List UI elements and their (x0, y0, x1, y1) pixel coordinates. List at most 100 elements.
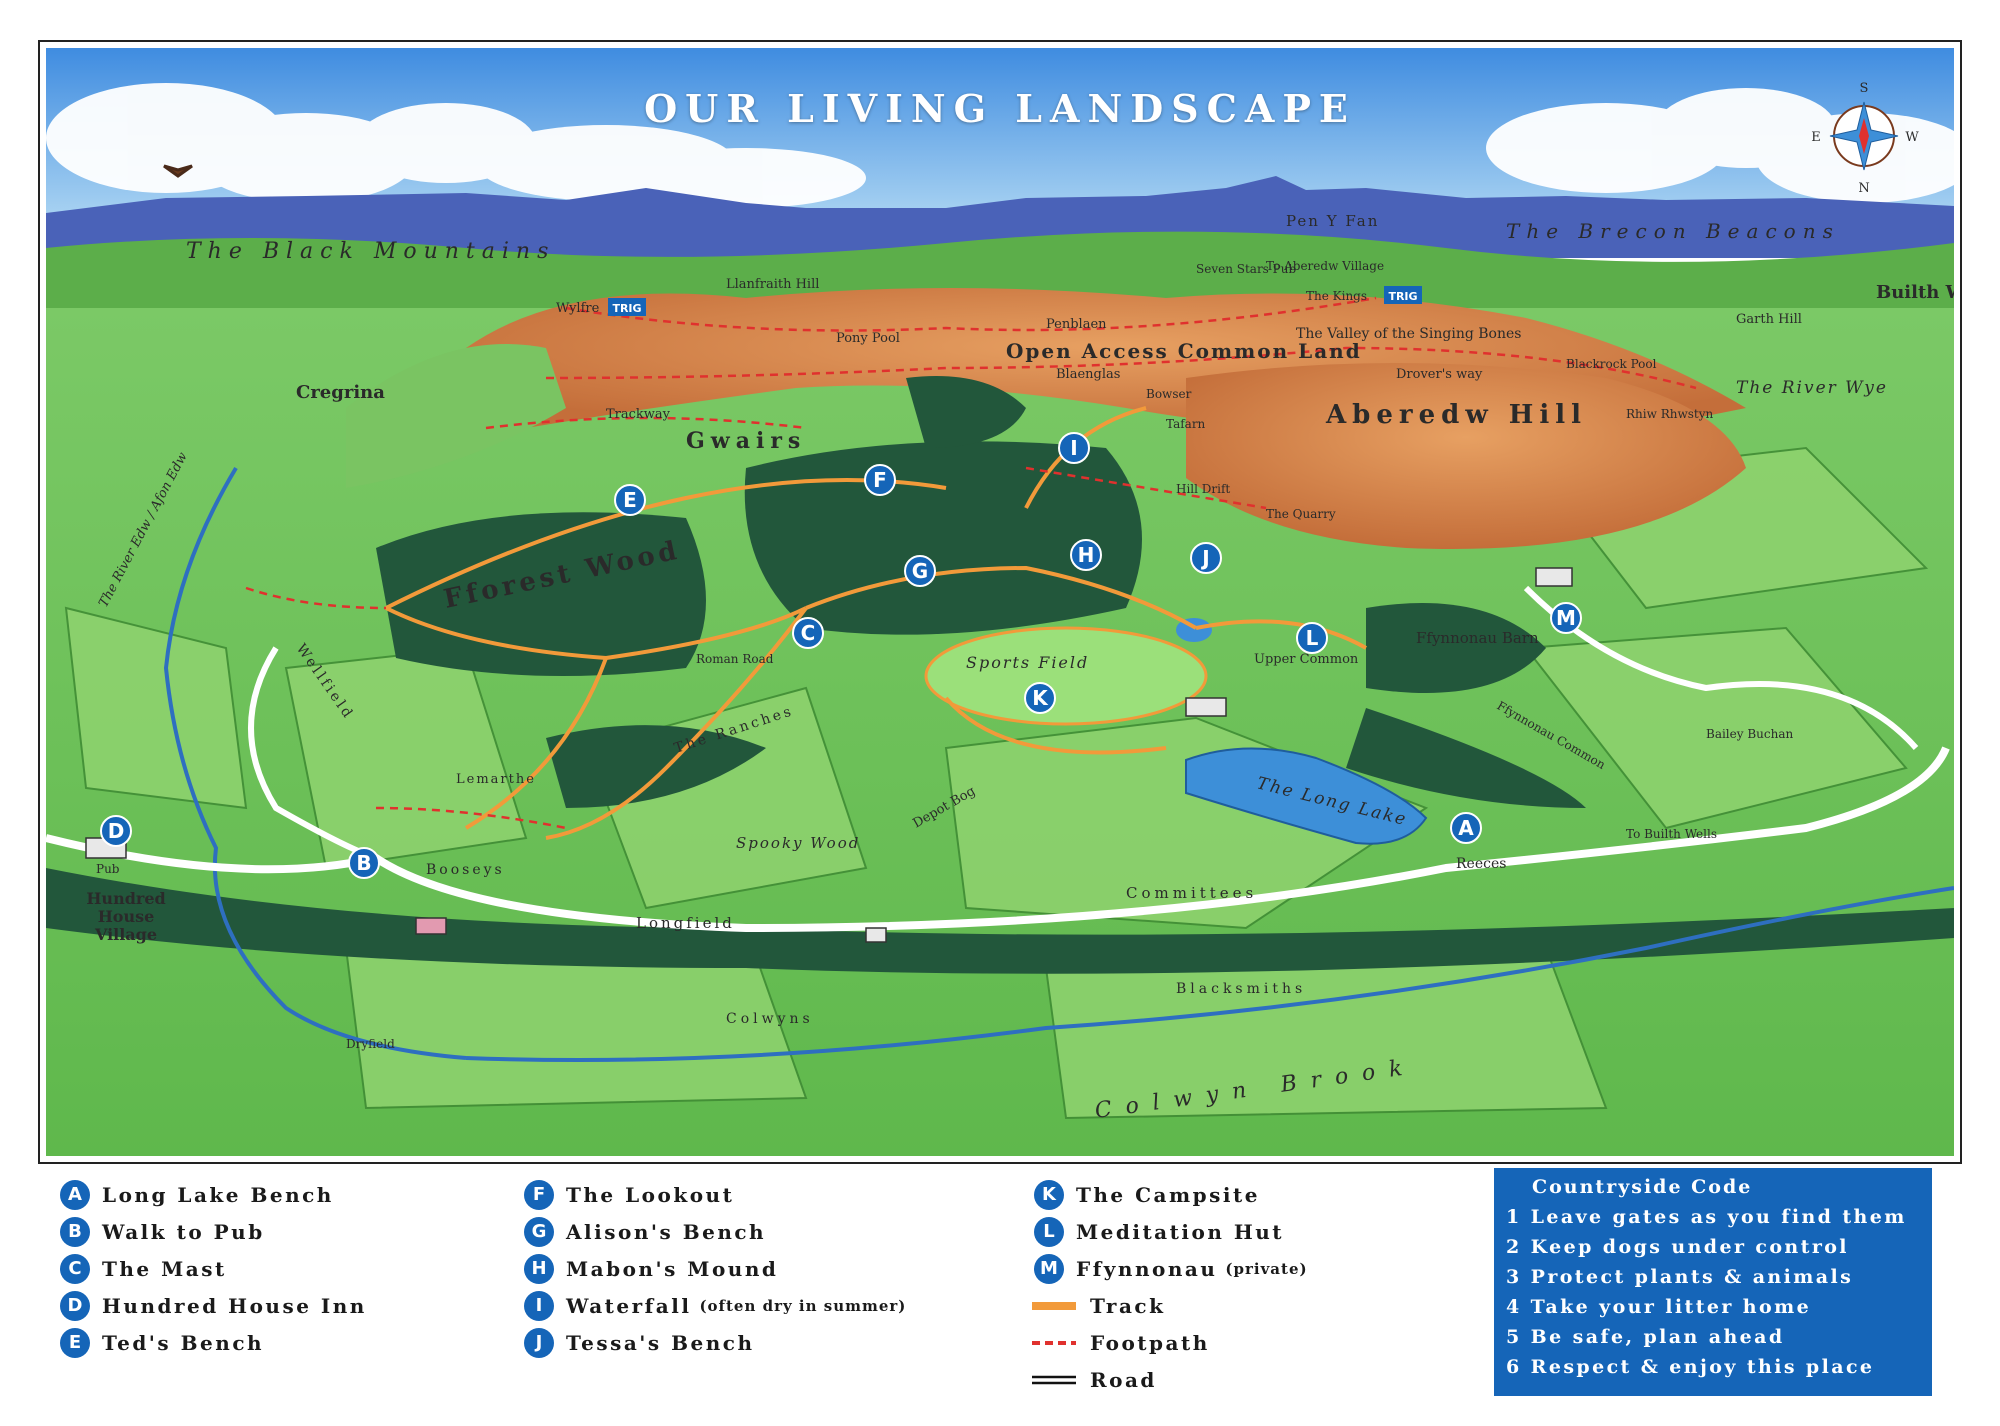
legend-label: Alison's Bench (566, 1219, 767, 1244)
map-canvas[interactable]: S N E W The Black Mountains Pen Y Fan Th… (46, 48, 1954, 1156)
marker-l[interactable]: L (1296, 622, 1328, 654)
legend-label: Walk to Pub (102, 1219, 265, 1244)
label-llanfraith-hill: Llanfraith Hill (726, 277, 819, 292)
marker-h[interactable]: H (1070, 539, 1102, 571)
compass-w-label: W (1905, 130, 1919, 145)
trig-badge-wylfre: TRIG (608, 298, 646, 316)
marker-e-letter: E (623, 488, 637, 512)
marker-d-letter: D (108, 819, 125, 843)
marker-a[interactable]: A (1450, 812, 1482, 844)
label-black-mountains: The Black Mountains (186, 239, 555, 264)
marker-e[interactable]: E (614, 484, 646, 516)
label-aberedw-hill: Aberedw Hill (1325, 400, 1587, 430)
marker-d[interactable]: D (100, 815, 132, 847)
label-colwyns: Colwyns (726, 1011, 814, 1027)
countryside-code-title: Countryside Code (1532, 1176, 1753, 1198)
legend-footpath: Footpath (1032, 1324, 1308, 1361)
label-to-aberedw-village: To Aberedw Village (1266, 259, 1384, 273)
legend-badge: E (60, 1327, 90, 1358)
map-title: OUR LIVING LANDSCAPE (644, 86, 1356, 131)
legend-road-label: Road (1090, 1367, 1157, 1392)
legend-badge: C (60, 1253, 90, 1284)
compass-rose: S N E W (1811, 81, 1919, 196)
label-pony-pool: Pony Pool (836, 331, 900, 346)
label-longfield: Longfield (636, 914, 735, 932)
footpaths (245, 296, 1697, 830)
marker-l-letter: L (1306, 626, 1319, 650)
legend-badge: M (1034, 1253, 1064, 1284)
legend-badge: G (524, 1216, 554, 1247)
marker-b[interactable]: B (348, 847, 380, 879)
legend-item-g: G Alison's Bench (524, 1213, 906, 1250)
legend-badge: B (60, 1216, 90, 1247)
road-line-icon (1032, 1375, 1076, 1384)
legend-label: The Mast (102, 1256, 227, 1281)
compass-e-label: E (1811, 130, 1821, 145)
sports-field (924, 626, 1208, 726)
marker-f[interactable]: F (864, 464, 896, 496)
legend-item-b: B Walk to Pub (60, 1213, 367, 1250)
legend-track: Track (1032, 1287, 1308, 1324)
marker-i[interactable]: I (1058, 432, 1090, 464)
label-cregrina: Cregrina (296, 382, 385, 403)
code-item: 6 Respect & enjoy this place (1506, 1356, 1875, 1378)
label-upper-common: Upper Common (1254, 652, 1359, 667)
marker-k-letter: K (1032, 686, 1049, 710)
label-pub: Pub (96, 862, 120, 876)
marker-i-letter: I (1070, 436, 1077, 460)
marker-f-letter: F (873, 468, 887, 492)
label-to-builth-wells: To Builth Wells (1626, 827, 1717, 841)
legend-note: (private) (1225, 1259, 1308, 1278)
label-blacksmiths: Blacksmiths (1176, 981, 1306, 997)
aberedw-hill (1186, 363, 1746, 549)
marker-m[interactable]: M (1550, 602, 1582, 634)
clouds (46, 83, 1954, 208)
trig-badge-kings: TRIG (1384, 286, 1422, 304)
legend-label: Hundred House Inn (102, 1293, 367, 1318)
label-the-kings: The Kings (1306, 289, 1367, 303)
legend-badge: K (1034, 1179, 1064, 1210)
legend-badge: A (60, 1179, 90, 1210)
legend-footpath-label: Footpath (1090, 1330, 1210, 1355)
tracks (385, 406, 1367, 840)
label-drovers-way: Drover's way (1396, 367, 1483, 382)
legend-label: Waterfall (566, 1293, 692, 1318)
legend-item-c: C The Mast (60, 1250, 367, 1287)
legend-badge: F (524, 1179, 554, 1210)
legend-badge: I (524, 1290, 554, 1321)
label-gwairs: Gwairs (686, 428, 806, 454)
label-bailey-buchan: Bailey Buchan (1706, 727, 1793, 741)
legend-track-label: Track (1090, 1293, 1166, 1318)
footpath-line-icon (1032, 1340, 1076, 1345)
label-blackrock-pool: Blackrock Pool (1566, 357, 1657, 371)
marker-g[interactable]: G (904, 555, 936, 587)
label-the-quarry: The Quarry (1266, 507, 1336, 521)
legend-label: Tessa's Bench (566, 1330, 755, 1355)
code-item: 3 Protect plants & animals (1506, 1266, 1854, 1288)
label-committees: Committees (1126, 884, 1257, 902)
map-frame: S N E W The Black Mountains Pen Y Fan Th… (38, 40, 1962, 1164)
legend-label: The Lookout (566, 1182, 735, 1207)
marker-j-letter: J (1200, 546, 1209, 570)
label-spooky-wood: Spooky Wood (736, 834, 860, 852)
label-trackway: Trackway (606, 407, 671, 422)
marker-j[interactable]: J (1190, 542, 1222, 574)
marker-m-letter: M (1556, 606, 1576, 630)
marker-c[interactable]: C (792, 617, 824, 649)
legend-label: Mabon's Mound (566, 1256, 779, 1281)
legend-label: Long Lake Bench (102, 1182, 334, 1207)
marker-k[interactable]: K (1024, 682, 1056, 714)
label-brecon-beacons: The Brecon Beacons (1506, 219, 1840, 243)
field-patches (64, 446, 1929, 1120)
label-rhiw-rhwstyn: Rhiw Rhwstyn (1626, 407, 1713, 421)
label-seven-stars-pub: Seven Stars Pub (1196, 262, 1296, 276)
label-builth-wells: Builth Wells (1876, 282, 1954, 303)
label-dryfield: Dryfield (346, 1037, 395, 1051)
label-booseys: Booseys (426, 862, 505, 878)
